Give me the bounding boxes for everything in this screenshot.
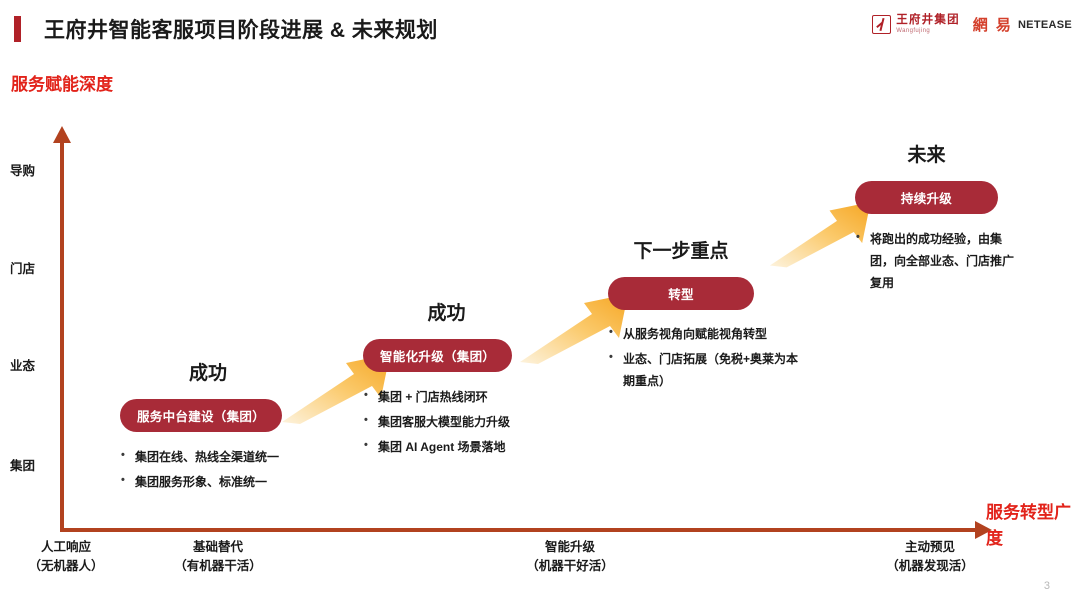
wangfujing-mark-icon xyxy=(872,15,892,34)
flow-arrow-1-icon xyxy=(282,354,390,424)
stage-1-bullets: 集团在线、热线全渠道统一 集团服务形象、标准统一 xyxy=(120,445,350,493)
y-axis-title: 服务赋能深度 xyxy=(11,75,113,94)
x-axis-title: 服务转型广度 xyxy=(986,503,1071,549)
stage-1-bullet-0: 集团在线、热线全渠道统一 xyxy=(120,445,350,468)
stage-2-bullet-0: 集团 + 门店热线闭环 xyxy=(363,385,578,408)
stage-1: 成功 服务中台建设（集团） 集团在线、热线全渠道统一 集团服务形象、标准统一 xyxy=(120,358,350,496)
flow-arrow-3-icon xyxy=(769,202,871,268)
stage-3: 下一步重点 转型 从服务视角向赋能视角转型 业态、门店拓展（免税+奥莱为本期重点… xyxy=(608,236,808,396)
y-axis-line xyxy=(60,140,64,532)
stage-3-bullet-0: 从服务视角向赋能视角转型 xyxy=(608,322,798,345)
wangfujing-logo-en: Wangfujing xyxy=(896,28,931,35)
stage-4-pill[interactable]: 持续升级 xyxy=(855,181,998,214)
x-tick-label-0: 人工响应 （无机器人） xyxy=(28,538,103,576)
stage-3-heading: 下一步重点 xyxy=(633,241,729,262)
netease-logo: 網 易 NETEASE xyxy=(973,14,1072,35)
stage-2-bullet-2: 集团 AI Agent 场景落地 xyxy=(363,435,578,458)
logo-group: 王府井集团 Wangfujing 網 易 NETEASE xyxy=(872,14,1072,35)
y-tick-label-0: 导购 xyxy=(10,164,36,178)
x-tick-label-2-line2: （机器干好活） xyxy=(526,558,614,573)
stage-4: 未来 持续升级 将跑出的成功经验，由集团，向全部业态、门店推广复用 xyxy=(855,140,1030,298)
stage-3-bullets: 从服务视角向赋能视角转型 业态、门店拓展（免税+奥莱为本期重点） xyxy=(608,322,798,393)
stage-2-bullets: 集团 + 门店热线闭环 集团客服大模型能力升级 集团 AI Agent 场景落地 xyxy=(363,385,578,459)
stage-2-bullet-1: 集团客服大模型能力升级 xyxy=(363,410,578,433)
stage-4-heading: 未来 xyxy=(907,145,946,166)
x-tick-label-1-line2: （有机器干活） xyxy=(174,558,262,573)
y-axis-arrowhead xyxy=(53,126,71,143)
stage-1-pill[interactable]: 服务中台建设（集团） xyxy=(120,399,283,432)
wangfujing-logo-text: 王府井集团 Wangfujing xyxy=(896,13,960,35)
stage-1-bullet-1: 集团服务形象、标准统一 xyxy=(120,470,350,493)
wangfujing-logo-cn: 王府井集团 xyxy=(896,13,960,26)
x-axis-arrowhead xyxy=(975,521,992,539)
x-tick-label-1-line1: 基础替代 xyxy=(192,540,244,554)
stage-2-pill[interactable]: 智能化升级（集团） xyxy=(363,339,513,372)
x-tick-label-1: 基础替代 （有机器干活） xyxy=(174,538,262,576)
x-tick-label-3-line1: 主动预见 xyxy=(904,540,956,554)
title-accent-bar xyxy=(14,16,21,42)
stage-4-bullet-0: 将跑出的成功经验，由集团，向全部业态、门店推广复用 xyxy=(855,227,1018,295)
stage-3-bullet-1: 业态、门店拓展（免税+奥莱为本期重点） xyxy=(608,347,798,392)
x-tick-label-3: 主动预见 （机器发现活） xyxy=(886,538,974,576)
stage-2-heading: 成功 xyxy=(427,303,466,324)
stage-1-heading: 成功 xyxy=(188,363,227,384)
x-tick-label-0-line2: （无机器人） xyxy=(28,558,104,573)
page-number: 3 xyxy=(1043,580,1050,592)
flow-arrow-2-icon xyxy=(520,294,628,364)
netease-logo-cn: 網 易 xyxy=(972,17,1013,34)
y-tick-label-3: 集团 xyxy=(10,459,36,473)
page-title: 王府井智能客服项目阶段进展 & 未来规划 xyxy=(44,19,438,42)
netease-logo-en: NETEASE xyxy=(1017,18,1072,31)
x-tick-label-2-line1: 智能升级 xyxy=(544,540,596,554)
wangfujing-logo: 王府井集团 Wangfujing xyxy=(872,13,960,35)
x-tick-label-0-line1: 人工响应 xyxy=(40,540,92,554)
x-tick-label-2: 智能升级 （机器干好活） xyxy=(526,538,614,576)
stage-3-pill[interactable]: 转型 xyxy=(608,277,754,310)
x-axis-line xyxy=(60,528,980,532)
stage-4-bullets: 将跑出的成功经验，由集团，向全部业态、门店推广复用 xyxy=(855,227,1018,295)
stage-2: 成功 智能化升级（集团） 集团 + 门店热线闭环 集团客服大模型能力升级 集团 … xyxy=(363,298,578,462)
y-tick-label-2: 业态 xyxy=(10,359,36,373)
x-tick-label-3-line2: （机器发现活） xyxy=(886,558,974,573)
y-tick-label-1: 门店 xyxy=(10,262,36,276)
